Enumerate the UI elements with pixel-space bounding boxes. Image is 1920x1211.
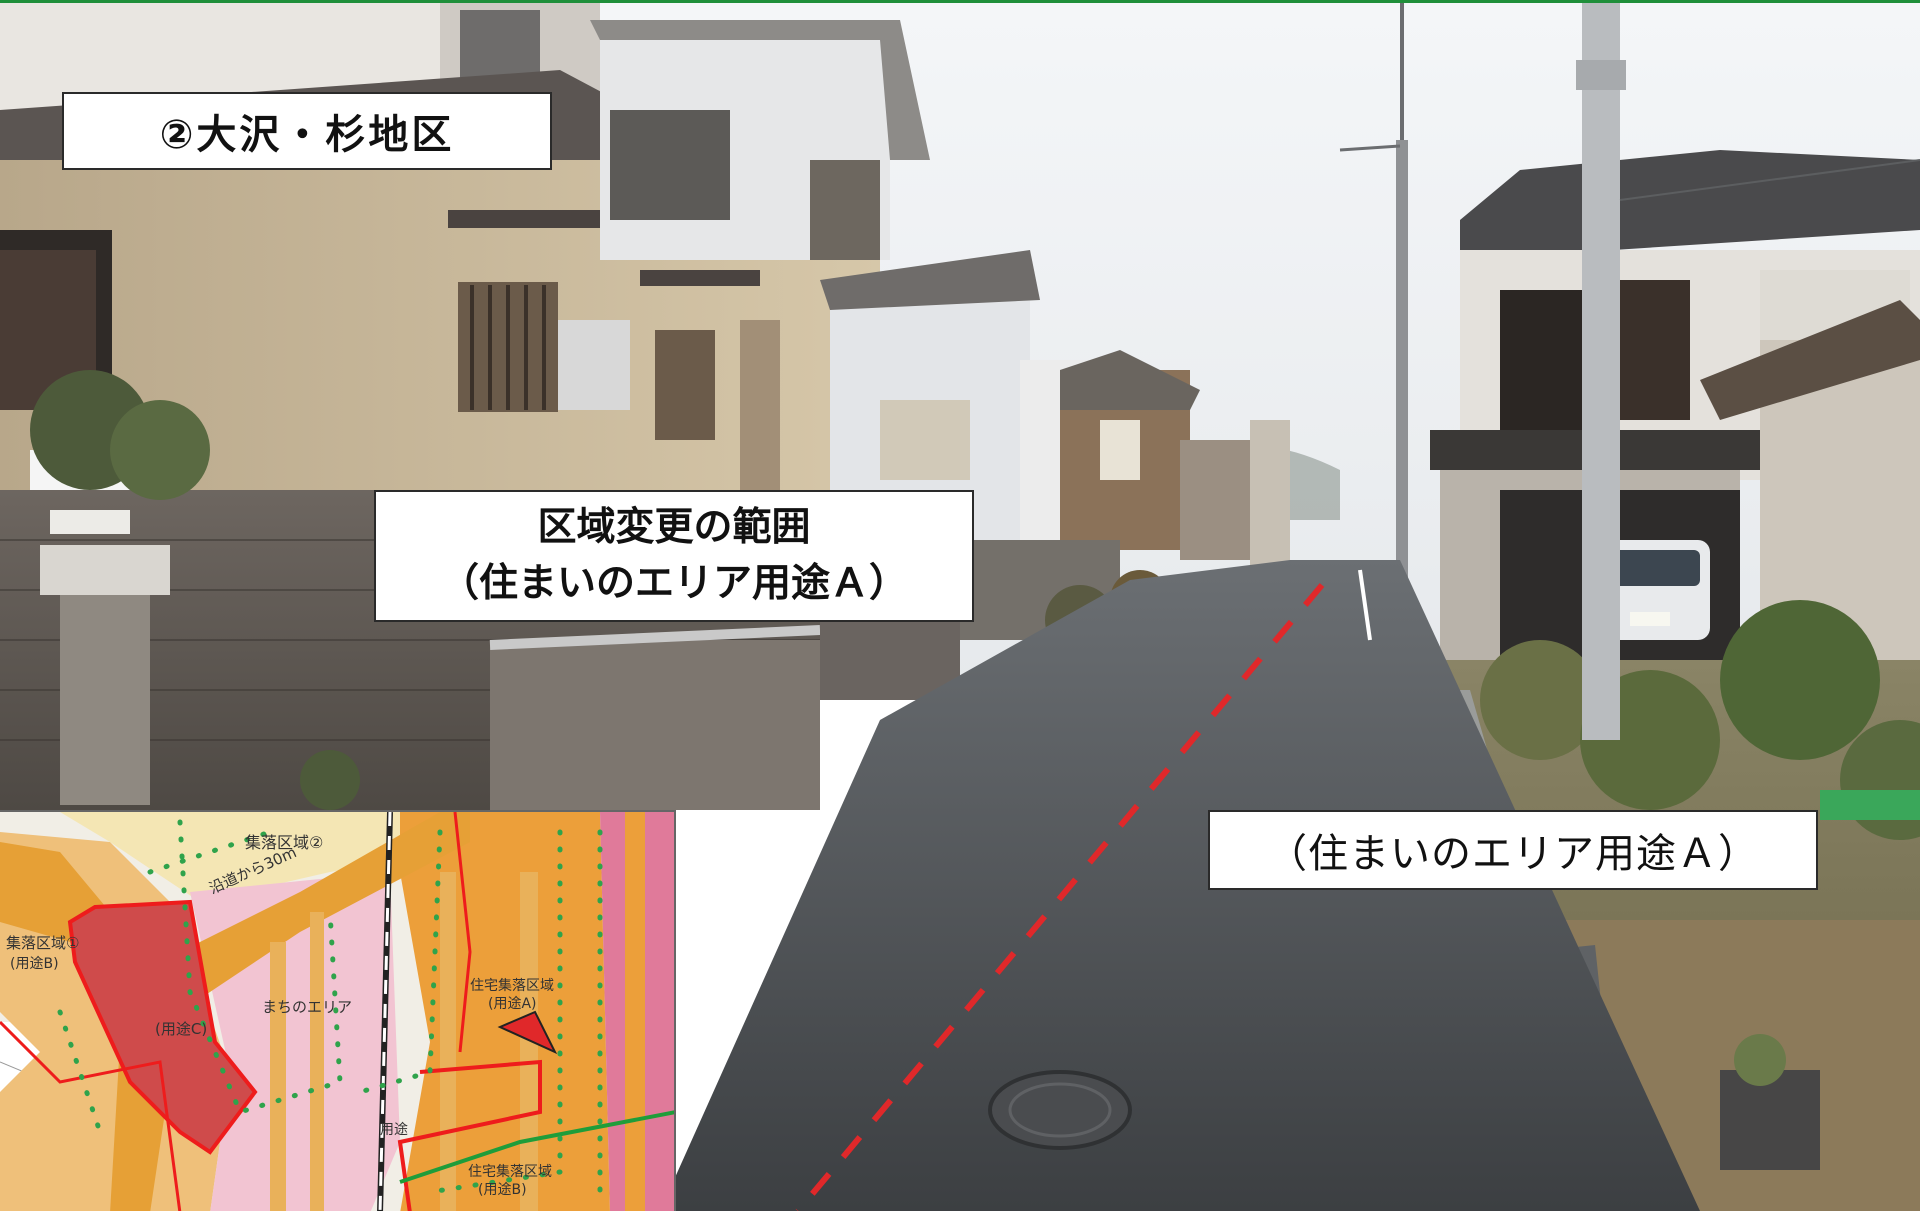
top-green-rule <box>0 0 1920 3</box>
map-label-use-c: (用途C) <box>155 1020 207 1038</box>
map-label-town-area: まちのエリア <box>262 998 352 1016</box>
route-dashed-line <box>795 583 1325 1211</box>
map-label-residential-b: 住宅集落区域 <box>468 1163 552 1180</box>
zone-use-text: （住まいのエリア用途Ａ） <box>1267 831 1759 877</box>
map-label-use-b-bottom: (用途B) <box>478 1181 527 1198</box>
district-title-text: ②大沢・杉地区 <box>159 112 455 158</box>
map-label-use-a: (用途A) <box>488 995 537 1012</box>
map-label-use-b-left: (用途B) <box>10 955 59 972</box>
district-title-label: ②大沢・杉地区 <box>62 92 552 170</box>
map-label-village-top: 集落区域② <box>245 833 323 852</box>
change-area-label: 区域変更の範囲 （住まいのエリア用途Ａ） <box>374 490 974 622</box>
change-area-line1: 区域変更の範囲 <box>537 505 811 550</box>
map-label-village-left: 集落区域① <box>6 934 79 952</box>
zoning-map-inset: 集落区域② 沿道から30m 集落区域① (用途B) (用途C) まちのエリア 住… <box>0 810 676 1211</box>
red-triangle-marker-icon <box>497 1010 558 1055</box>
zoning-map: 集落区域② 沿道から30m 集落区域① (用途B) (用途C) まちのエリア 住… <box>0 812 674 1211</box>
map-label-use-small: 用途 <box>380 1121 408 1138</box>
map-label-residential-a: 住宅集落区域 <box>470 977 554 994</box>
zone-use-label: （住まいのエリア用途Ａ） <box>1208 810 1818 890</box>
change-area-line2: （住まいのエリア用途Ａ） <box>439 561 908 606</box>
